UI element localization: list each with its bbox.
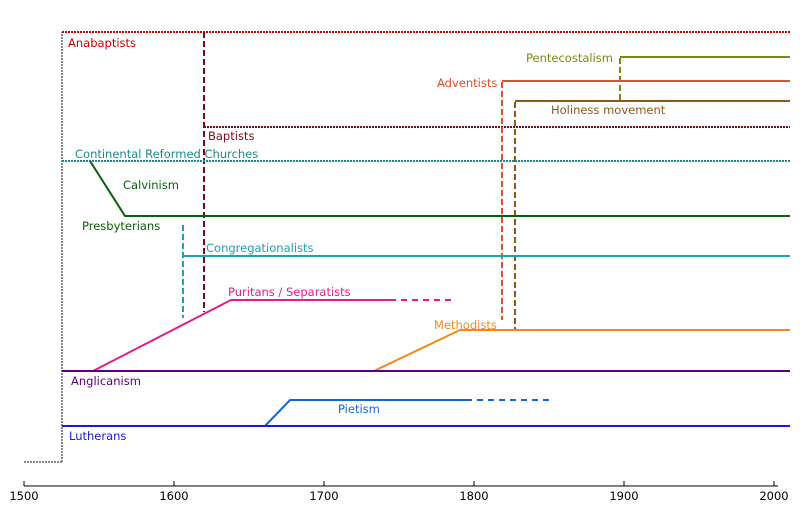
axis-tick-label: 1500 (9, 489, 38, 503)
adventists-label: Adventists (437, 76, 497, 90)
baptists-label: Baptists (208, 129, 254, 143)
presbyterians-line (89, 160, 790, 217)
methodists-label: Methodists (434, 318, 497, 332)
congregationalists-label: Congregationalists (206, 241, 314, 255)
continental-reformed-label: Continental Reformed Churches (75, 147, 258, 161)
puritans-line (92, 299, 390, 372)
puritans-label: Puritans / Separatists (228, 285, 351, 299)
presbyterians-label: Presbyterians (82, 219, 160, 233)
axis-tick-label: 2000 (759, 489, 788, 503)
axis-tick-label: 1600 (159, 489, 188, 503)
lutherans-label: Lutherans (69, 429, 126, 443)
calvinism-label: Calvinism (123, 178, 179, 192)
anglicanism-label: Anglicanism (71, 374, 141, 388)
pietism-label: Pietism (338, 402, 380, 416)
holiness-label: Holiness movement (551, 103, 666, 117)
axis-tick-label: 1900 (609, 489, 638, 503)
methodists-line (373, 329, 790, 372)
axis-tick-label: 1700 (309, 489, 338, 503)
pentecostalism-label: Pentecostalism (526, 51, 613, 65)
time-axis: 1500 1600 1700 1800 1900 2000 (9, 481, 789, 503)
axis-tick-label: 1800 (459, 489, 488, 503)
anabaptists-label: Anabaptists (68, 36, 136, 50)
pietism-line (264, 399, 466, 427)
